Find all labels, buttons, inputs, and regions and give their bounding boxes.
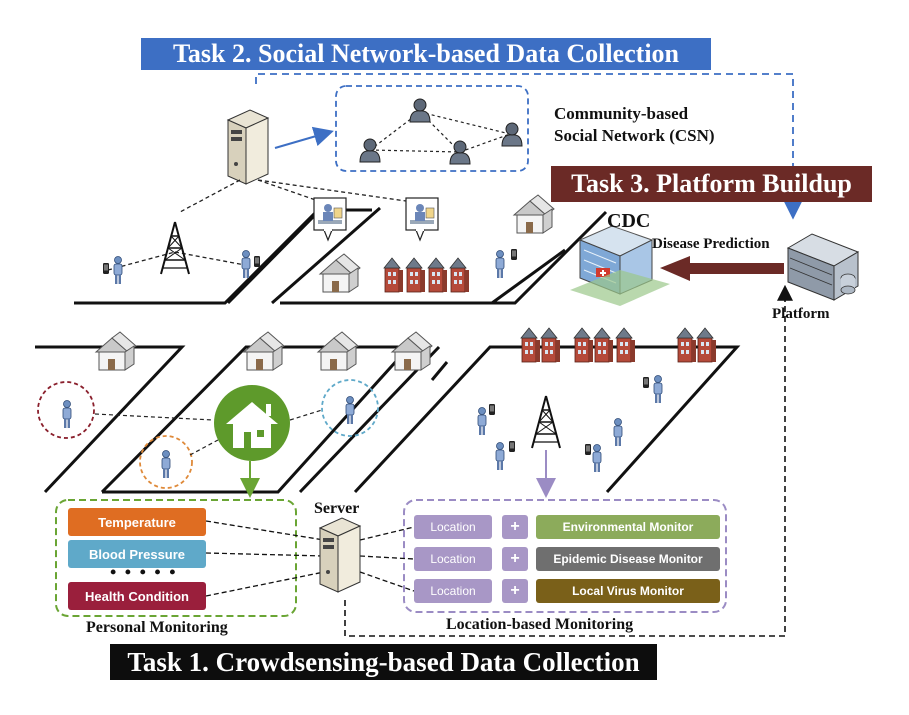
server-links — [205, 520, 415, 597]
person-icon — [495, 250, 505, 279]
telemedicine-callout-icon — [313, 197, 347, 241]
local-virus-monitor-chip: Local Virus Monitor — [536, 579, 720, 603]
csn-box — [335, 85, 529, 172]
location-chip: Location — [414, 515, 492, 539]
disease-prediction-arrow — [660, 256, 784, 281]
rowhouse-icon — [405, 257, 426, 293]
temperature-chip: Temperature — [68, 508, 206, 536]
personal-monitoring-box — [55, 499, 297, 617]
cdc-label: CDC — [607, 210, 651, 232]
personal-monitoring-label: Personal Monitoring — [86, 619, 228, 636]
server-to-csn-arrow — [274, 126, 334, 149]
rack-server-icon — [786, 233, 860, 301]
rowhouse-icon — [449, 257, 470, 293]
phone-icon — [511, 249, 517, 260]
house-icon — [319, 253, 361, 293]
task3-banner: Task 3. Platform Buildup — [551, 166, 872, 202]
server-label: Server — [314, 500, 360, 517]
phone-icon — [103, 263, 109, 274]
house-icon — [513, 194, 555, 234]
person-icon — [113, 256, 123, 285]
personal-circles — [37, 379, 379, 489]
csn-label-line2: Social Network (CSN) — [554, 126, 715, 145]
task1-banner: Task 1. Crowdsensing-based Data Collecti… — [110, 644, 657, 680]
home-hub-icon — [214, 385, 290, 461]
plus-chip: + — [502, 547, 528, 571]
health-condition-chip: Health Condition — [68, 582, 206, 610]
platform-return-path — [344, 284, 793, 637]
person-icon — [241, 250, 251, 279]
task2-banner: Task 2. Social Network-based Data Collec… — [141, 38, 711, 70]
plus-chip: + — [502, 515, 528, 539]
plus-chip: + — [502, 579, 528, 603]
house-icon — [317, 331, 359, 371]
house-icon — [391, 331, 433, 371]
location-chip: Location — [414, 579, 492, 603]
upper-tower-icon — [160, 221, 190, 275]
location-monitoring-label: Location-based Monitoring — [446, 616, 634, 633]
house-icon — [243, 331, 285, 371]
csn-label-line1: Community-based — [554, 104, 689, 123]
task2-path — [255, 73, 802, 220]
phone-icon — [254, 256, 260, 267]
blood-pressure-chip: Blood Pressure — [68, 540, 206, 568]
rowhouse-icon — [427, 257, 448, 293]
rowhouse-icon — [383, 257, 404, 293]
platform-label: Platform — [772, 306, 830, 322]
lower-streets — [35, 345, 741, 494]
disease-prediction-label: Disease Prediction — [652, 236, 770, 252]
house-icon — [95, 331, 137, 371]
csn-network — [359, 98, 523, 165]
epidemic-disease-monitor-chip: Epidemic Disease Monitor — [536, 547, 720, 571]
top-server-links — [107, 179, 421, 271]
telemedicine-callout-icon — [405, 197, 439, 241]
location-chip: Location — [414, 547, 492, 571]
hospital-icon — [570, 225, 670, 306]
location-monitoring-box — [403, 499, 727, 613]
environmental-monitor-chip: Environmental Monitor — [536, 515, 720, 539]
lower-right-district — [477, 327, 717, 473]
server-icon — [319, 517, 361, 593]
top-server-icon — [227, 109, 269, 185]
